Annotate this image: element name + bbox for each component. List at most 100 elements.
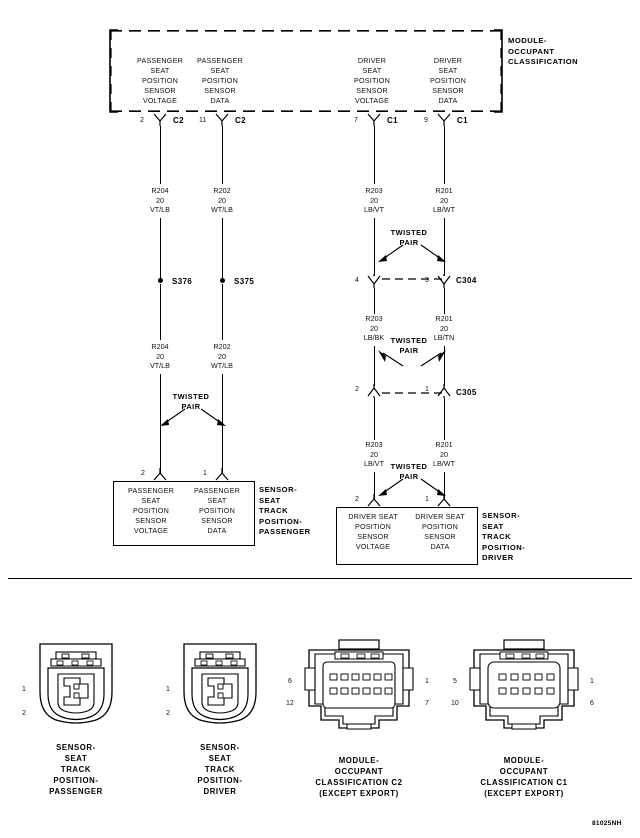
terminal-symbol-c2-pin11: [213, 113, 233, 126]
connector-c305-dashed-link: [382, 391, 444, 395]
wire-driver-voltage-seg4: [374, 346, 375, 386]
wire-driver-data-seg6: [444, 472, 445, 500]
connector-c304-dashed-link: [382, 277, 444, 281]
sensor-box-passenger: [113, 481, 255, 546]
wire-label-driver-voltage-mid: R203 20 LB/BK: [363, 314, 385, 343]
splice-label-s375: S375: [234, 277, 255, 286]
connector-view-module-c2: [301, 639, 417, 732]
wire-driver-voltage-seg1: [374, 126, 375, 184]
wire-label-passenger-voltage-bottom: R204 20 VT/LB: [150, 342, 170, 371]
wire-passenger-data-seg3: [222, 284, 223, 340]
connector-view-passenger-sensor-pin-1: 1: [22, 686, 26, 693]
wire-passenger-voltage-seg2: [160, 218, 161, 280]
wire-driver-data-seg5: [444, 398, 445, 440]
connector-view-module-c1-pin-6: 6: [590, 700, 594, 707]
splice-dot-s375: [220, 278, 225, 283]
connector-view-module-c1-pin-5: 5: [453, 678, 457, 685]
sensor-box-driver-left-label: DRIVER SEAT POSITION SENSOR VOLTAGE: [348, 512, 398, 551]
wire-driver-data-seg4: [444, 346, 445, 386]
sensor-box-passenger-caption: SENSOR- SEAT TRACK POSITION- PASSENGER: [259, 485, 311, 536]
wire-passenger-voltage-seg3: [160, 284, 161, 340]
module-pin-number-driver-data: 9: [424, 117, 428, 124]
splice-label-s376: S376: [172, 277, 193, 286]
module-title: MODULE- OCCUPANT CLASSIFICATION: [508, 36, 579, 66]
document-id: 81025NH: [592, 820, 622, 827]
terminal-symbol-passenger-sensor-pin2: [151, 468, 171, 481]
module-pin-number-driver-voltage: 7: [354, 117, 358, 124]
connector-view-module-c1-caption: MODULE- OCCUPANT CLASSIFICATION C1 (EXCE…: [480, 756, 568, 798]
connector-c304-left-pin: 4: [355, 277, 359, 284]
terminal-symbol-passenger-sensor-pin1: [213, 468, 233, 481]
wire-label-driver-voltage-top: R203 20 LB/VT: [364, 186, 384, 215]
wire-driver-voltage-seg6: [374, 472, 375, 500]
connector-c305-left-terminal: [365, 384, 385, 398]
connector-view-module-c1: [466, 639, 582, 732]
wire-label-passenger-data-bottom: R202 20 WT/LB: [211, 342, 233, 371]
connector-c305-right-pin: 1: [425, 386, 429, 393]
wire-label-driver-data-bottom: R201 20 LB/WT: [433, 440, 455, 469]
wire-driver-voltage-seg3: [374, 288, 375, 314]
twisted-pair-label-driver-1: TWISTED PAIR: [390, 228, 428, 247]
connector-view-passenger-sensor-caption: SENSOR- SEAT TRACK POSITION- PASSENGER: [49, 743, 103, 796]
sensor-box-driver: [336, 507, 478, 565]
sensor-box-driver-caption: SENSOR- SEAT TRACK POSITION- DRIVER: [482, 511, 526, 562]
module-pin-label-passenger-data: PASSENGER SEAT POSITION SENSOR DATA: [196, 56, 243, 105]
wire-driver-data-seg1: [444, 126, 445, 184]
connector-view-driver-sensor-pin-1: 1: [166, 686, 170, 693]
twisted-pair-label-passenger: TWISTED PAIR: [172, 392, 210, 411]
connector-view-module-c2-pin-7: 7: [425, 700, 429, 707]
wire-label-driver-data-top: R201 20 LB/WT: [433, 186, 455, 215]
connector-view-driver-sensor: [178, 640, 262, 730]
twisted-pair-arrows-driver-1: [371, 242, 451, 266]
module-connector-id-c1-a: C1: [387, 116, 399, 125]
terminal-symbol-c1-pin7: [365, 113, 385, 126]
connector-c304-label: C304: [456, 276, 477, 285]
connector-view-passenger-sensor-pin-2: 2: [22, 710, 26, 717]
connector-c305-label: C305: [456, 388, 477, 397]
module-connector-id-c2-a: C2: [173, 116, 185, 125]
terminal-symbol-c2-pin2: [151, 113, 171, 126]
twisted-pair-arrows-passenger: [155, 406, 231, 430]
splice-dot-s376: [158, 278, 163, 283]
wire-driver-data-seg3: [444, 288, 445, 314]
sensor-box-passenger-right-label: PASSENGER SEAT POSITION SENSOR DATA: [193, 486, 240, 535]
terminal-symbol-c1-pin9: [435, 113, 455, 126]
passenger-sensor-pin-right: 1: [203, 470, 207, 477]
connector-view-module-c2-pin-6: 6: [288, 678, 292, 685]
section-divider: [8, 578, 632, 579]
twisted-pair-arrows-driver-3: [371, 476, 451, 500]
sensor-box-driver-right-label: DRIVER SEAT POSITION SENSOR DATA: [415, 512, 465, 551]
driver-sensor-pin-right: 1: [425, 496, 429, 503]
module-pin-label-passenger-voltage: PASSENGER SEAT POSITION SENSOR VOLTAGE: [136, 56, 183, 105]
connector-view-driver-sensor-caption: SENSOR- SEAT TRACK POSITION- DRIVER: [197, 743, 243, 796]
wire-driver-voltage-seg5: [374, 398, 375, 440]
twisted-pair-label-driver-2: TWISTED PAIR: [390, 336, 428, 355]
twisted-pair-arrows-driver-2: [371, 350, 451, 374]
sensor-box-passenger-left-label: PASSENGER SEAT POSITION SENSOR VOLTAGE: [127, 486, 174, 535]
twisted-pair-label-driver-3: TWISTED PAIR: [390, 462, 428, 481]
wire-driver-data-seg2: [444, 218, 445, 276]
connector-view-module-c2-pin-1: 1: [425, 678, 429, 685]
wire-label-passenger-data-top: R202 20 WT/LB: [211, 186, 233, 215]
module-pin-number-passenger-voltage: 2: [140, 117, 144, 124]
connector-c305-left-pin: 2: [355, 386, 359, 393]
connector-view-driver-sensor-pin-2: 2: [166, 710, 170, 717]
terminal-symbol-driver-sensor-pin2: [365, 494, 385, 507]
module-pin-label-driver-voltage: DRIVER SEAT POSITION SENSOR VOLTAGE: [354, 56, 390, 105]
wire-passenger-voltage-seg1: [160, 126, 161, 184]
connector-view-module-c2-pin-12: 12: [286, 700, 294, 707]
wire-passenger-data-seg1: [222, 126, 223, 184]
connector-view-module-c1-pin-1: 1: [590, 678, 594, 685]
module-connector-id-c2-b: C2: [235, 116, 247, 125]
wire-label-driver-data-mid: R201 20 LB/TN: [433, 314, 455, 343]
connector-c304-left-terminal: [365, 274, 385, 288]
module-connector-id-c1-b: C1: [457, 116, 469, 125]
module-pin-number-passenger-data: 11: [199, 117, 207, 124]
wire-passenger-data-seg2: [222, 218, 223, 280]
passenger-sensor-pin-left: 2: [141, 470, 145, 477]
wire-driver-voltage-seg2: [374, 218, 375, 276]
module-pin-label-driver-data: DRIVER SEAT POSITION SENSOR DATA: [430, 56, 466, 105]
connector-c304-right-pin: 3: [425, 277, 429, 284]
driver-sensor-pin-left: 2: [355, 496, 359, 503]
